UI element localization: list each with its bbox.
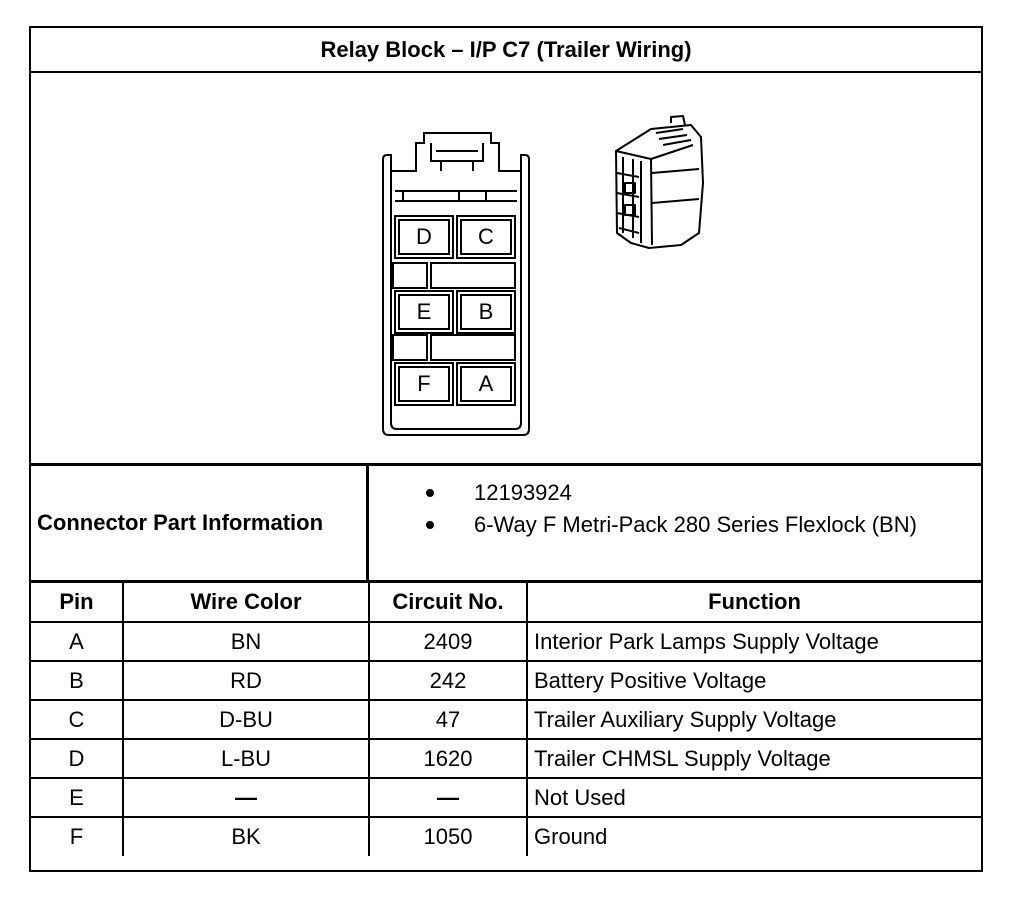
- sheet-title: Relay Block – I/P C7 (Trailer Wiring): [31, 28, 981, 73]
- connector-sheet: Relay Block – I/P C7 (Trailer Wiring): [29, 26, 983, 872]
- cavity-label-d: D: [416, 224, 432, 249]
- table-row: C D-BU 47 Trailer Auxiliary Supply Volta…: [31, 699, 981, 740]
- cavity-label-e: E: [416, 299, 432, 324]
- function-cell: Trailer Auxiliary Supply Voltage: [526, 699, 981, 740]
- function-cell: Trailer CHMSL Supply Voltage: [526, 738, 981, 779]
- circuit-cell: 2409: [368, 621, 528, 662]
- connector-description: 6-Way F Metri-Pack 280 Series Flexlock (…: [474, 512, 917, 537]
- header-function: Function: [526, 583, 981, 623]
- circuit-cell: 1620: [368, 738, 528, 779]
- circuit-cell: 1050: [368, 816, 528, 856]
- bullet-icon: [426, 521, 434, 529]
- info-list: 12193924 6-Way F Metri-Pack 280 Series F…: [369, 466, 981, 580]
- cavity-label-c: C: [478, 224, 494, 249]
- table-row: B RD 242 Battery Positive Voltage: [31, 660, 981, 701]
- table-row: E — — Not Used: [31, 777, 981, 818]
- connector-part-information: Connector Part Information 12193924 6-Wa…: [31, 466, 981, 583]
- list-item: 12193924: [369, 478, 981, 508]
- function-cell: Battery Positive Voltage: [526, 660, 981, 701]
- function-cell: Ground: [526, 816, 981, 856]
- wire-color-cell: —: [122, 777, 370, 818]
- bullet-icon: [426, 489, 434, 497]
- info-label: Connector Part Information: [31, 466, 369, 580]
- cavity-label-f: F: [417, 371, 431, 396]
- function-cell: Interior Park Lamps Supply Voltage: [526, 621, 981, 662]
- cavity-label-a: A: [478, 371, 494, 396]
- header-pin: Pin: [31, 583, 124, 623]
- wire-color-cell: BN: [122, 621, 370, 662]
- circuit-cell: 242: [368, 660, 528, 701]
- function-cell: Not Used: [526, 777, 981, 818]
- pin-cell: B: [31, 660, 124, 701]
- cavity-label-b: B: [478, 299, 494, 324]
- circuit-cell: —: [368, 777, 528, 818]
- header-circuit-no: Circuit No.: [368, 583, 528, 623]
- pin-cell: A: [31, 621, 124, 662]
- part-number: 12193924: [474, 480, 572, 505]
- pin-cell: E: [31, 777, 124, 818]
- table-row: D L-BU 1620 Trailer CHMSL Supply Voltage: [31, 738, 981, 779]
- wire-color-cell: BK: [122, 816, 370, 856]
- pin-cell: D: [31, 738, 124, 779]
- table-row: F BK 1050 Ground: [31, 816, 981, 856]
- pinout-table: Pin Wire Color Circuit No. Function A BN…: [31, 583, 981, 856]
- connector-illustration-area: D C E B F A: [31, 73, 981, 466]
- wire-color-cell: RD: [122, 660, 370, 701]
- list-item: 6-Way F Metri-Pack 280 Series Flexlock (…: [369, 510, 981, 540]
- header-wire-color: Wire Color: [122, 583, 370, 623]
- connector-isometric-view: [615, 115, 704, 249]
- table-row: A BN 2409 Interior Park Lamps Supply Vol…: [31, 621, 981, 662]
- table-header-row: Pin Wire Color Circuit No. Function: [31, 583, 981, 623]
- connector-face-view: [382, 132, 530, 436]
- circuit-cell: 47: [368, 699, 528, 740]
- pin-cell: F: [31, 816, 124, 856]
- wire-color-cell: D-BU: [122, 699, 370, 740]
- pin-cell: C: [31, 699, 124, 740]
- wire-color-cell: L-BU: [122, 738, 370, 779]
